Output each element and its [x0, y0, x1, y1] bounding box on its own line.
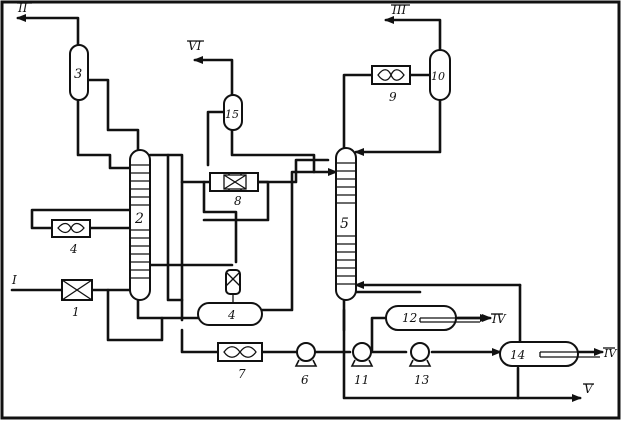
label-air-cooler-9: 9: [389, 90, 397, 104]
label-separator-3: 3: [74, 67, 82, 82]
column-2: 2: [129, 149, 151, 301]
label-stream-I: I: [11, 273, 17, 287]
air-cooler-7: 7: [217, 342, 263, 381]
label-air-cooler-7: 7: [238, 367, 246, 381]
label-separator-10: 10: [431, 70, 445, 83]
reboiler-12: 12: [385, 305, 480, 331]
label-pump-13: 13: [414, 373, 430, 387]
air-cooler-9: 9: [371, 65, 411, 104]
label-stream-V: V: [584, 382, 594, 396]
column-5: 5: [335, 147, 357, 301]
label-exchanger-8: 8: [234, 194, 242, 208]
heat-exchanger-8: 8: [209, 172, 259, 208]
label-column-2: 2: [134, 211, 144, 227]
pump-11: 11: [350, 342, 374, 387]
reboiler-14: 14: [499, 341, 600, 367]
label-reboiler-12: 12: [402, 311, 417, 325]
pump-6: 6: [294, 342, 318, 387]
label-stream-IV-14: IV: [603, 347, 617, 360]
vessel-4: 4: [197, 269, 263, 326]
label-separator-15: 15: [225, 108, 239, 121]
separator-10: 10: [429, 49, 451, 101]
label-stream-II: II: [17, 1, 28, 15]
label-pump-11: 11: [354, 373, 369, 387]
air-cooler-4: 4: [51, 219, 91, 256]
label-air-cooler-4: 4: [69, 242, 78, 256]
label-stream-III: III: [391, 3, 406, 17]
label-stream-IV-12: IV: [491, 312, 507, 326]
label-vessel-4: 4: [227, 308, 236, 322]
heater-1: 1: [61, 279, 93, 319]
label-heater-1: 1: [72, 305, 80, 319]
separator-3: 3: [69, 44, 89, 101]
label-stream-VI: VI: [188, 39, 202, 53]
separator-15: 15: [223, 94, 243, 131]
pump-13: 13: [408, 342, 432, 387]
label-reboiler-14: 14: [510, 348, 525, 362]
label-pump-6: 6: [301, 373, 309, 387]
label-column-5: 5: [340, 216, 349, 232]
numeral-overlines: [17, 2, 615, 385]
